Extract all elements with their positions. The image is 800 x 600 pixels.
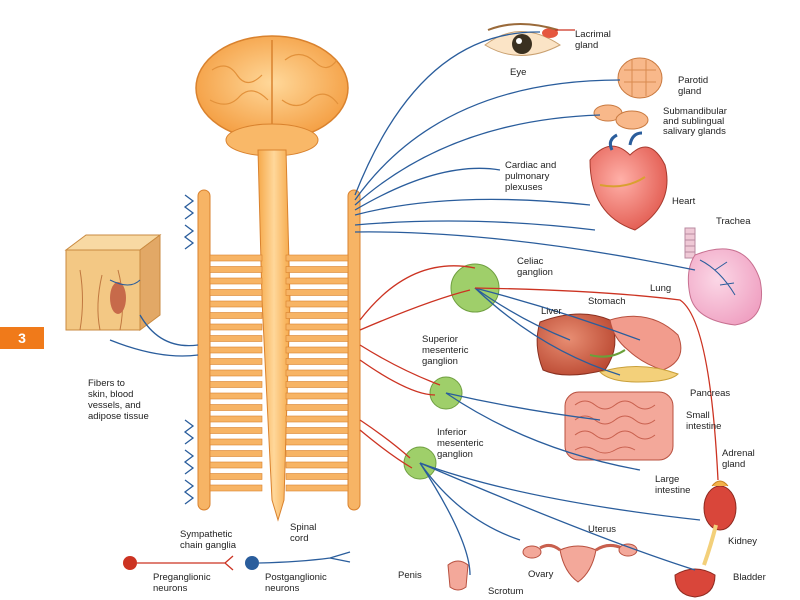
rung-left bbox=[209, 427, 263, 434]
lung bbox=[684, 227, 763, 326]
spinal-cord bbox=[257, 149, 291, 522]
label-cardiac-plexuses: Cardiac and pulmonary plexuses bbox=[505, 160, 559, 193]
legend: Preganglionic neurons Postganglionic neu… bbox=[123, 551, 351, 594]
rung-left bbox=[209, 450, 263, 457]
rung-right bbox=[285, 277, 349, 285]
rung-right bbox=[285, 484, 349, 492]
intestines bbox=[564, 391, 674, 461]
label-penis: Penis bbox=[398, 570, 422, 581]
label-fibers-skin: Fibers to skin, blood vessels, and adipo… bbox=[88, 378, 149, 422]
uterus bbox=[522, 543, 638, 583]
salivary-glands bbox=[593, 104, 649, 130]
legend-preganglionic: Preganglionic neurons bbox=[123, 555, 234, 594]
rung-left bbox=[209, 404, 263, 411]
rung-right bbox=[285, 323, 349, 331]
penis-scrotum bbox=[447, 560, 469, 591]
bladder bbox=[674, 568, 716, 598]
rung-right bbox=[285, 392, 349, 400]
rung-right bbox=[285, 461, 349, 469]
rung-left bbox=[209, 289, 263, 296]
label-ovary: Ovary bbox=[528, 569, 554, 580]
stomach bbox=[609, 315, 682, 371]
rung-right bbox=[285, 312, 349, 319]
legend-postganglionic: Postganglionic neurons bbox=[245, 551, 351, 594]
label-small-intestine: Small intestine bbox=[686, 410, 721, 432]
rung-right bbox=[285, 346, 349, 354]
label-eye: Eye bbox=[510, 67, 526, 78]
rung-right bbox=[285, 300, 349, 308]
rung-right bbox=[285, 289, 349, 296]
label-superior-mesenteric-ganglion: Superior mesenteric ganglion bbox=[422, 334, 471, 367]
rung-left bbox=[209, 277, 263, 285]
rung-right bbox=[285, 335, 349, 342]
label-celiac-ganglion: Celiac ganglion bbox=[517, 256, 553, 278]
slide-number-badge: 3 bbox=[0, 327, 44, 349]
rung-left bbox=[209, 438, 263, 446]
rung-left bbox=[209, 484, 263, 492]
label-large-intestine: Large intestine bbox=[655, 474, 690, 496]
rung-left bbox=[209, 415, 263, 423]
rung-left bbox=[209, 369, 263, 377]
label-heart: Heart bbox=[672, 196, 696, 207]
label-sympathetic-chain-ganglia: Sympathetic chain ganglia bbox=[180, 529, 237, 551]
rung-right bbox=[285, 358, 349, 365]
chain-zigzag-nerves bbox=[183, 194, 195, 505]
rung-right bbox=[285, 381, 349, 388]
parotid-gland bbox=[617, 57, 663, 99]
kidney bbox=[702, 480, 737, 566]
label-liver: Liver bbox=[541, 306, 562, 317]
rung-right bbox=[285, 415, 349, 423]
pancreas bbox=[599, 365, 679, 383]
sympathetic-chain-left bbox=[197, 189, 211, 511]
sympathetic-chain-right bbox=[347, 189, 361, 511]
rung-left bbox=[209, 266, 263, 273]
label-lacrimal-gland: Lacrimal gland bbox=[575, 29, 614, 51]
heart bbox=[589, 131, 668, 231]
svg-text:Postganglionic neurons: Postganglionic neurons bbox=[265, 572, 329, 594]
rung-right bbox=[285, 369, 349, 377]
label-salivary-glands: Submandibular and sublingual salivary gl… bbox=[663, 106, 730, 137]
eye bbox=[484, 23, 561, 56]
rung-right bbox=[285, 438, 349, 446]
label-spinal-cord: Spinal cord bbox=[290, 522, 319, 544]
rung-left bbox=[209, 323, 263, 331]
rung-right bbox=[285, 473, 349, 480]
rung-right bbox=[285, 266, 349, 273]
rung-left bbox=[209, 254, 263, 262]
rung-right bbox=[285, 404, 349, 411]
rung-left bbox=[209, 358, 263, 365]
rung-left bbox=[209, 392, 263, 400]
label-inferior-mesenteric-ganglion: Inferior mesenteric ganglion bbox=[437, 427, 486, 460]
label-pancreas: Pancreas bbox=[690, 388, 730, 399]
rung-left bbox=[209, 335, 263, 342]
rung-left bbox=[209, 473, 263, 480]
label-uterus: Uterus bbox=[588, 524, 616, 535]
label-kidney: Kidney bbox=[728, 536, 757, 547]
label-adrenal-gland: Adrenal gland bbox=[722, 448, 757, 470]
label-bladder: Bladder bbox=[733, 572, 766, 583]
label-parotid-gland: Parotid gland bbox=[678, 75, 711, 97]
svg-text:Preganglionic neurons: Preganglionic neurons bbox=[153, 572, 213, 594]
skin-block bbox=[64, 234, 162, 331]
spinal-nerve-rungs bbox=[209, 254, 349, 492]
label-lung: Lung bbox=[650, 283, 671, 294]
rung-right bbox=[285, 450, 349, 457]
preganglionic-pathways bbox=[359, 29, 719, 481]
label-scrotum: Scrotum bbox=[488, 586, 523, 597]
rung-left bbox=[209, 346, 263, 354]
label-stomach: Stomach bbox=[588, 296, 626, 307]
rung-right bbox=[285, 254, 349, 262]
rung-right bbox=[285, 427, 349, 434]
label-trachea: Trachea bbox=[716, 216, 751, 227]
rung-left bbox=[209, 461, 263, 469]
postganglionic-pathways bbox=[109, 31, 701, 576]
rung-left bbox=[209, 381, 263, 388]
brain bbox=[195, 35, 349, 157]
rung-left bbox=[209, 312, 263, 319]
rung-left bbox=[209, 300, 263, 308]
